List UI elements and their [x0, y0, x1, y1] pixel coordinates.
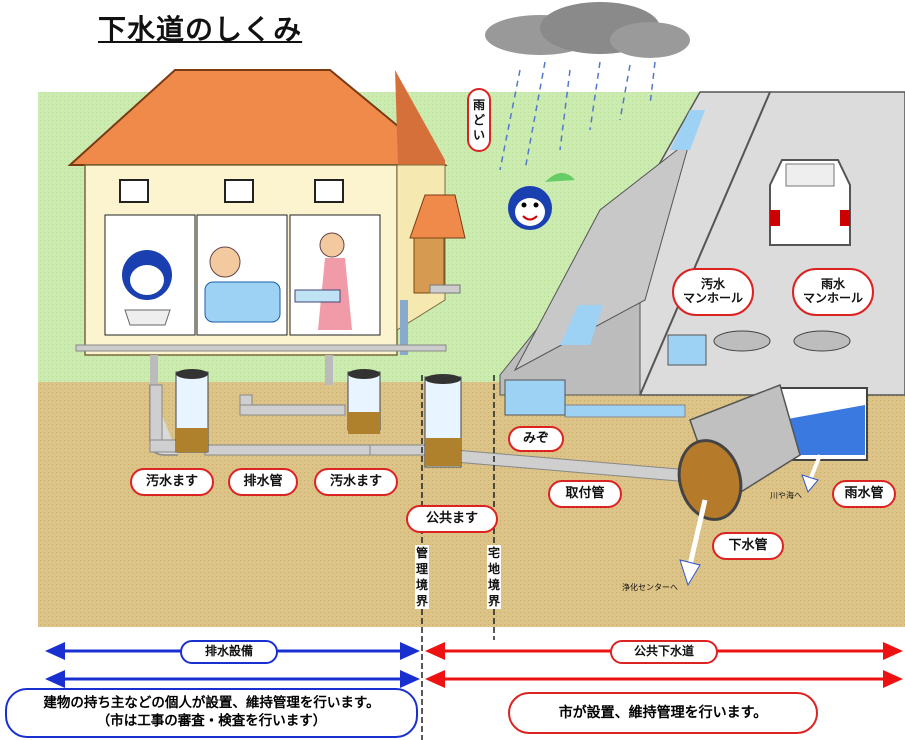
label-drainage-facility: 排水設備: [180, 640, 278, 664]
public-basin-shape: [424, 374, 462, 468]
label-public-basin: 公共ます: [406, 505, 498, 533]
gutter-water-top: [670, 110, 705, 150]
rain-manhole-cover: [793, 330, 851, 352]
label-to-treatment: 浄化センターへ: [622, 583, 678, 592]
to-treatment-arrow: [687, 499, 708, 566]
label-drain-pipe: 排水管: [228, 468, 298, 496]
label-to-river: 川や海へ: [770, 491, 802, 500]
sewage-manhole-cover: [713, 330, 771, 352]
label-sewage-basin-left: 汚水ます: [130, 468, 214, 496]
label-property-boundary: 宅地境界: [487, 545, 501, 609]
label-rain-manhole: 雨水 マンホール: [792, 268, 874, 316]
label-connection-pipe: 取付管: [548, 480, 622, 508]
note-owner-responsibility: 建物の持ち主などの個人が設置、維持管理を行います。 （市は工事の審査・検査を行い…: [5, 688, 418, 738]
car: [769, 159, 851, 246]
sewage-basin-right-shape: [347, 369, 381, 434]
label-public-sewer: 公共下水道: [610, 640, 718, 664]
label-sewage-basin-right: 汚水ます: [314, 468, 398, 496]
label-management-boundary: 管理境界: [415, 545, 429, 609]
note-owner-line1: 建物の持ち主などの個人が設置、維持管理を行います。: [43, 695, 380, 712]
note-city-text: 市が設置、維持管理を行います。: [558, 704, 768, 721]
note-owner-line2: （市は工事の審査・検査を行います）: [96, 713, 327, 729]
rain-cloud: [485, 2, 690, 171]
house: [67, 69, 466, 385]
label-sewer-pipe: 下水管: [712, 532, 784, 560]
page-title: 下水道のしくみ: [98, 13, 303, 46]
mascot-character: [508, 172, 575, 230]
gutter-water-mid: [560, 305, 603, 345]
label-gutter: みぞ: [508, 426, 564, 452]
label-rain-gutter-text: 雨どい: [473, 97, 486, 142]
label-sewage-manhole: 汚水 マンホール: [672, 268, 754, 316]
label-rain-pipe: 雨水管: [832, 480, 896, 508]
label-rain-gutter: 雨どい: [467, 88, 491, 152]
sewage-basin-left-shape: [175, 369, 209, 453]
sewer-pipe-shape: [677, 384, 801, 521]
note-city-responsibility: 市が設置、維持管理を行います。: [508, 692, 818, 734]
